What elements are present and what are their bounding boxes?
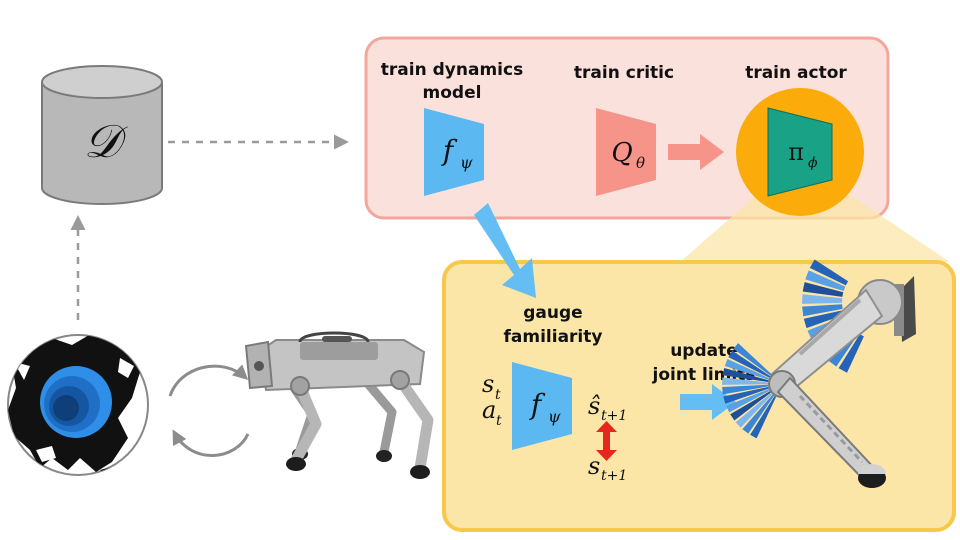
prediction-mismatch-arrow [596, 421, 617, 461]
state-input-symbol: s [482, 370, 494, 398]
joint-limit-wedge [722, 368, 769, 382]
update-joint-limits-label: update [670, 341, 738, 361]
joint-limit-wedge [802, 304, 843, 317]
joint-limit-wedge [809, 259, 849, 286]
critic-block [596, 108, 656, 196]
joint-limit-wedge [726, 389, 770, 413]
dataset-cylinder-icon: 𝒟 [41, 65, 163, 205]
actor-block [767, 107, 833, 197]
joint-limit-wedge [742, 394, 775, 434]
action-input-symbol: a [482, 396, 496, 424]
joint-limit-wedge [838, 334, 864, 373]
joint-limit-wedge [728, 350, 771, 378]
action-input-subscript: t [496, 413, 502, 429]
joint-limit-wedge [724, 359, 770, 380]
update-arrow [680, 384, 736, 420]
true-state-symbol: s [588, 452, 600, 480]
gauge-familiarity-label-line2: familiarity [504, 327, 603, 347]
joint-limit-wedge [803, 310, 845, 329]
train-dynamics-label: train dynamics [381, 60, 523, 80]
cycle-arrow-top [168, 364, 249, 397]
train-actor-label: train actor [745, 63, 847, 83]
true-state-subscript: t+1 [601, 468, 627, 484]
joint-limit-wedge [722, 384, 769, 395]
gauge-familiarity-label: gauge [523, 303, 582, 323]
predicted-state-subscript: t+1 [601, 408, 627, 424]
actor-symbol: π [788, 138, 804, 166]
joint-limit-wedge [802, 294, 843, 304]
globe-icon [7, 334, 149, 476]
dynamics-model-block [424, 108, 484, 196]
critic-subscript: θ [636, 154, 645, 172]
quadruped-robot-icon [244, 331, 434, 479]
joint-limit-wedge [730, 391, 771, 421]
familiarity-model-block [512, 362, 572, 450]
joint-limit-wedge [723, 386, 769, 404]
joint-limit-wedge [805, 270, 846, 291]
train-dynamics-label-line2: model [423, 83, 482, 103]
state-input-subscript: t [495, 387, 501, 403]
robot-leg-icon [722, 259, 916, 488]
cycle-arrow-bottom [172, 429, 250, 457]
joint-limit-wedge [802, 282, 844, 297]
actor-subscript: ϕ [808, 155, 818, 171]
joint-limit-wedge [735, 392, 773, 428]
joint-limit-wedge [733, 343, 772, 376]
train-critic-label: train critic [574, 63, 674, 83]
model-transfer-arrow [474, 203, 536, 298]
critic-symbol: Q [611, 138, 632, 168]
predicted-state-symbol: ŝ [588, 392, 600, 420]
dynamics-model-subscript: ψ [460, 153, 473, 172]
critic-to-actor-arrow [668, 134, 724, 170]
joint-limit-wedge [750, 395, 777, 439]
familiarity-model-subscript: ψ [548, 407, 561, 426]
joint-limit-wedge [722, 377, 769, 385]
actor-zoom-cone [680, 192, 950, 262]
